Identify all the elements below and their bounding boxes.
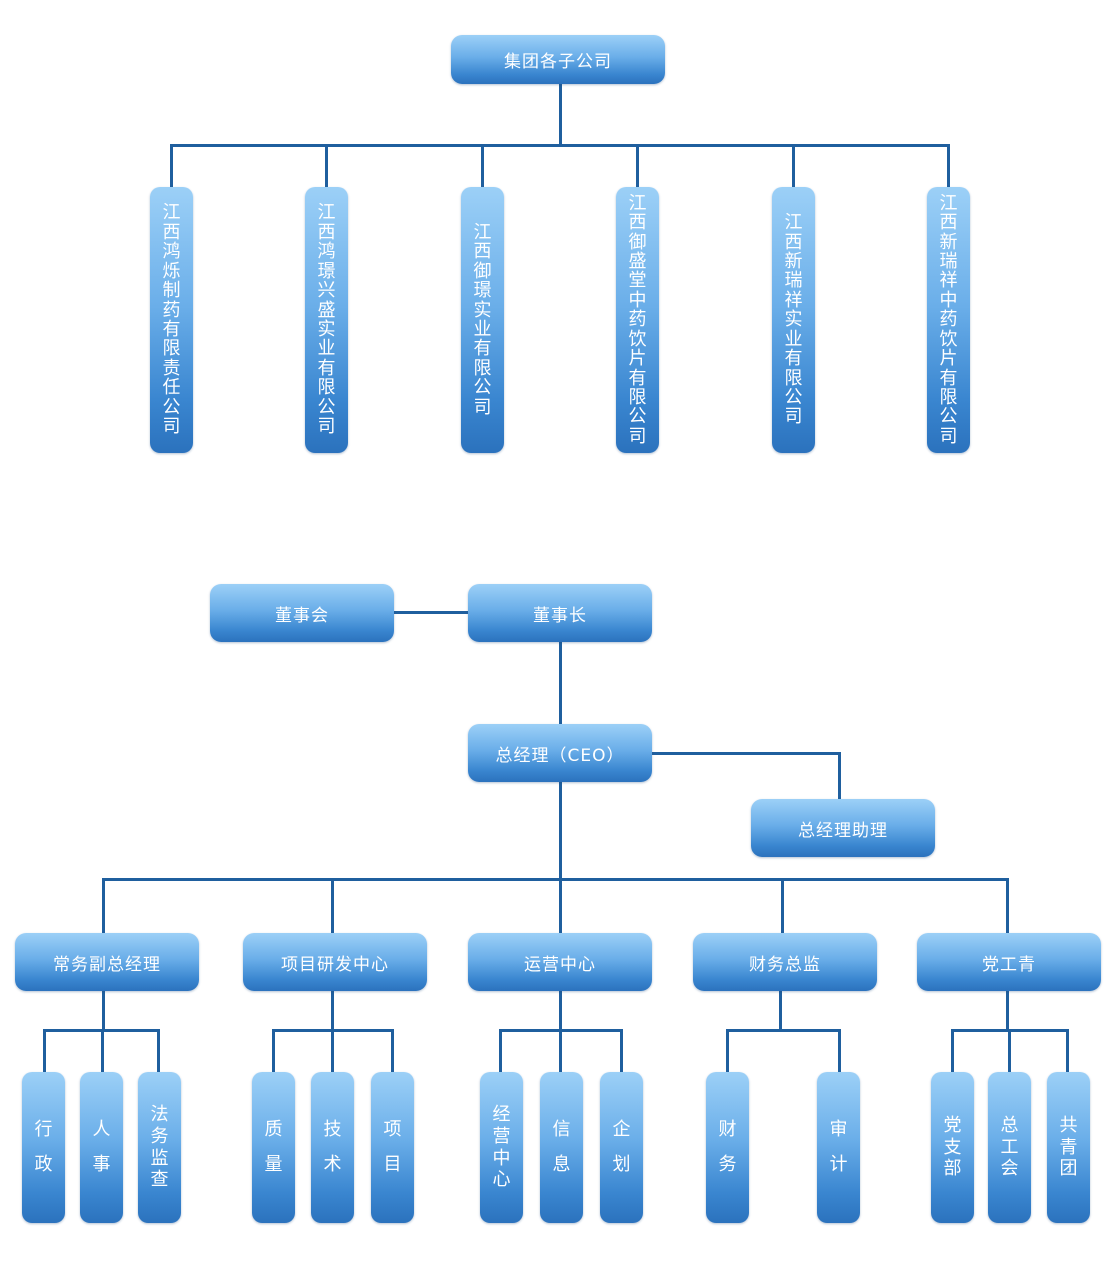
unit-node: 企划 [600, 1072, 643, 1223]
chairman-label: 董事长 [533, 605, 587, 626]
department-label: 项目研发中心 [281, 954, 389, 975]
unit-node: 经营中心 [480, 1072, 523, 1223]
unit-node: 共青团 [1047, 1072, 1090, 1223]
subsidiary-node: 江西鸿璟兴盛实业有限公司 [305, 187, 348, 453]
chairman-node: 董事长 [468, 584, 652, 642]
ceo-label: 总经理（CEO） [495, 745, 625, 766]
department-node: 运营中心 [468, 933, 652, 991]
unit-label: 法务监查 [150, 1104, 169, 1191]
unit-label: 审计 [829, 1119, 848, 1175]
unit-node: 项目 [371, 1072, 414, 1223]
unit-node: 信息 [540, 1072, 583, 1223]
unit-node: 质量 [252, 1072, 295, 1223]
unit-label: 共青团 [1059, 1115, 1078, 1180]
unit-label: 项目 [383, 1119, 402, 1175]
department-node: 常务副总经理 [15, 933, 199, 991]
subsidiary-label: 江西新瑞祥中药饮片有限公司 [939, 192, 958, 447]
board-label: 董事会 [275, 605, 329, 626]
unit-node: 财务 [706, 1072, 749, 1223]
subsidiary-node: 江西鸿烁制药有限责任公司 [150, 187, 193, 453]
ceo-node: 总经理（CEO） [468, 724, 652, 782]
subsidiary-node: 江西新瑞祥中药饮片有限公司 [927, 187, 970, 453]
unit-node: 技术 [311, 1072, 354, 1223]
ceo-assistant-label: 总经理助理 [798, 820, 888, 841]
group-root-label: 集团各子公司 [504, 52, 612, 72]
unit-node: 行政 [22, 1072, 65, 1223]
subsidiary-label: 江西御璟实业有限公司 [473, 221, 492, 418]
unit-label: 行政 [34, 1119, 53, 1175]
ceo-assistant-node: 总经理助理 [751, 799, 935, 857]
department-label: 党工青 [982, 954, 1036, 975]
unit-node: 人事 [80, 1072, 123, 1223]
department-label: 财务总监 [749, 954, 821, 975]
unit-label: 财务 [718, 1119, 737, 1175]
unit-label: 人事 [92, 1119, 111, 1175]
unit-label: 党支部 [943, 1115, 962, 1180]
subsidiary-node: 江西御盛堂中药饮片有限公司 [616, 187, 659, 453]
department-node: 财务总监 [693, 933, 877, 991]
subsidiary-label: 江西鸿璟兴盛实业有限公司 [317, 202, 336, 438]
group-root-node: 集团各子公司 [451, 35, 665, 84]
unit-node: 审计 [817, 1072, 860, 1223]
unit-node: 党支部 [931, 1072, 974, 1223]
department-label: 常务副总经理 [53, 954, 161, 975]
department-node: 党工青 [917, 933, 1101, 991]
unit-label: 总工会 [1000, 1115, 1019, 1180]
department-node: 项目研发中心 [243, 933, 427, 991]
unit-node: 总工会 [988, 1072, 1031, 1223]
unit-label: 经营中心 [492, 1104, 511, 1191]
unit-label: 质量 [264, 1119, 283, 1175]
unit-label: 技术 [323, 1119, 342, 1175]
subsidiary-label: 江西新瑞祥实业有限公司 [784, 212, 803, 428]
unit-label: 信息 [552, 1119, 571, 1175]
subsidiary-node: 江西御璟实业有限公司 [461, 187, 504, 453]
subsidiary-label: 江西鸿烁制药有限责任公司 [162, 202, 181, 438]
subsidiary-label: 江西御盛堂中药饮片有限公司 [628, 192, 647, 447]
department-label: 运营中心 [524, 954, 596, 975]
unit-label: 企划 [612, 1119, 631, 1175]
subsidiary-node: 江西新瑞祥实业有限公司 [772, 187, 815, 453]
board-node: 董事会 [210, 584, 394, 642]
unit-node: 法务监查 [138, 1072, 181, 1223]
